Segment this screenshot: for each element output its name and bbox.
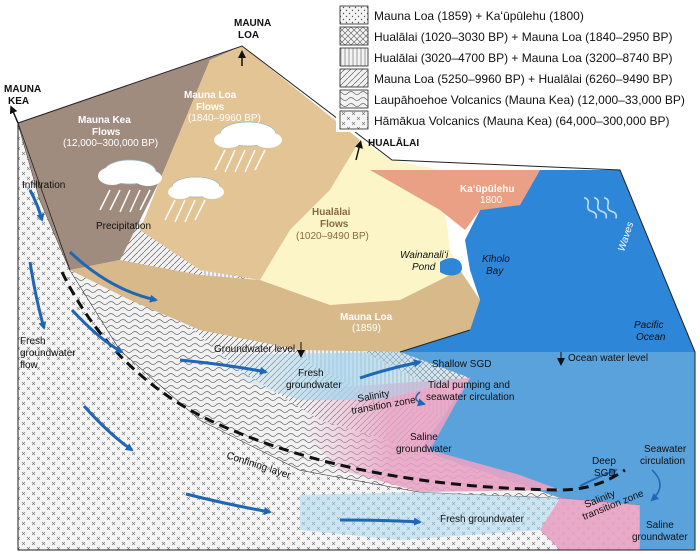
mauna-loa-1859-area <box>70 260 480 352</box>
cloud-2 <box>214 121 282 173</box>
mauna-loa-peak-label: MAUNA <box>234 18 271 29</box>
land-surface <box>17 45 696 551</box>
legend-label: Laupāhoehoe Volcanics (Mauna Kea) (12,00… <box>374 93 685 107</box>
mauna-loa-flows-area <box>140 46 360 280</box>
infiltration-label: Infiltration <box>22 180 65 191</box>
legend-item-wavy: Laupāhoehoe Volcanics (Mauna Kea) (12,00… <box>339 89 685 109</box>
kaupulehu-year-label: 1800 <box>480 195 503 206</box>
mauna-kea-peak-label-2: KEA <box>8 96 29 107</box>
fresh-groundwater-flow-label: Fresh <box>20 336 46 347</box>
flow-arrow-icon <box>28 261 47 330</box>
kaupulehu-label: Kaʻūpūlehu <box>460 184 514 195</box>
deep-sgd-arrow-icon <box>579 468 618 487</box>
tidal-arrow-icon <box>415 391 426 407</box>
mauna-loa-1859-label: Mauna Loa <box>340 312 393 323</box>
deep-sgd-label: Deep <box>592 456 616 467</box>
mauna-kea-peak-label: MAUNA <box>4 84 41 95</box>
mauna-loa-flows-label-2: Flows <box>196 102 225 113</box>
flow-arrow-icon <box>185 492 272 515</box>
seawater-circulation-arrow-icon <box>650 469 661 502</box>
shoreline-edge <box>399 329 471 353</box>
saline-zone-upper <box>300 378 560 492</box>
ocean-section <box>400 352 695 550</box>
saline-groundwater-lower-label: Saline <box>646 520 674 531</box>
tidal-pumping-label-2: seawater circulation <box>426 392 514 403</box>
legend-item-vertical: Hualālai (3020–4700 BP) + Mauna Loa (320… <box>339 47 673 67</box>
legend-label: Hualālai (3020–4700 BP) + Mauna Loa (320… <box>374 51 673 65</box>
saline-zone-lower <box>540 498 640 550</box>
flow-arrow-icon <box>68 250 158 303</box>
kiholo-bay-label: Kīholo <box>482 254 510 265</box>
seawater-circulation-label: Seawater <box>644 444 687 455</box>
waves-icon <box>583 196 618 219</box>
mauna-kea-flows-label: Mauna Kea <box>78 115 131 126</box>
flow-arrow-icon <box>70 308 124 354</box>
mauna-kea-flows-label-2: Flows <box>92 127 121 138</box>
legend-label: Hāmākua Volcanics (Mauna Kea) (64,000–30… <box>374 114 670 128</box>
mauna-kea-arrow-icon <box>9 105 19 124</box>
peak-arrows <box>9 50 363 161</box>
flow-arrows <box>28 189 661 526</box>
hualalai-arrow-icon <box>355 140 363 161</box>
clouds <box>98 121 282 223</box>
tidal-pumping-label: Tidal pumping and <box>428 380 510 391</box>
mauna-kea-age-label: (12,000–300,000 BP) <box>63 138 158 149</box>
wainanalii-pond-shape <box>440 258 462 276</box>
fresh-groundwater-flow-label-3: flow <box>20 360 39 371</box>
mauna-loa-peak-label-2: LOA <box>238 30 259 41</box>
flow-arrow-icon <box>28 189 45 222</box>
ocean-water-level-label: Ocean water level <box>568 353 648 364</box>
fresh-groundwater-lower-label: Fresh groundwater <box>440 514 525 525</box>
hualalai-age-label: (1020–9490 BP) <box>296 231 369 242</box>
hualalai-flows-label: Hualālai <box>312 207 351 218</box>
deep-sgd-label-2: SGD <box>594 468 616 479</box>
legend-label: Mauna Loa (5250–9960 BP) + Hualālai (626… <box>374 72 673 86</box>
wainanalii-pond-label-2: Pond <box>412 262 436 273</box>
hualalai-flows-label-2: Flows <box>320 219 349 230</box>
fresh-groundwater-upper-label: Fresh <box>298 368 324 379</box>
mauna-loa-flows-label: Mauna Loa <box>184 90 237 101</box>
confining-layer-line <box>60 271 626 492</box>
precipitation-label: Precipitation <box>96 221 151 232</box>
legend-item-xmarks: Hāmākua Volcanics (Mauna Kea) (64,000–30… <box>339 110 670 130</box>
fresh-groundwater-upper-label-2: groundwater <box>286 380 342 391</box>
surface-outline <box>17 45 696 551</box>
wainanalii-pond-label: Wainanaliʻi <box>400 249 449 261</box>
fresh-zone-lower <box>300 492 560 540</box>
shallow-sgd-label: Shallow SGD <box>432 359 491 370</box>
legend-label: Hualālai (1020–3030 BP) + Mauna Loa (184… <box>374 30 673 44</box>
shallow-sgd-arrow-icon <box>359 359 422 380</box>
hualalai-peak-label: HUALĀLAI <box>368 137 419 149</box>
cloud-1 <box>98 159 162 213</box>
mauna-kea-flows-area <box>18 46 242 270</box>
seawater-circulation-label-2: circulation <box>640 456 685 467</box>
legend: Mauna Loa (1859) + Kaʻūpūlehu (1800) Hua… <box>336 4 696 132</box>
pacific-ocean-label-2: Ocean <box>636 332 666 343</box>
diagonal-layer <box>60 190 540 460</box>
mauna-loa-age-label: (1840–9960 BP) <box>188 113 261 124</box>
flow-arrow-icon <box>82 404 134 452</box>
groundwater-level-label: Groundwater level <box>214 344 295 355</box>
saline-groundwater-lower-label-2: groundwater <box>632 532 688 543</box>
kaupulehu-area <box>370 170 540 230</box>
kiholo-bay-label-2: Bay <box>486 266 504 277</box>
legend-item-dots: Mauna Loa (1859) + Kaʻūpūlehu (1800) <box>339 5 584 25</box>
level-markers <box>297 342 565 366</box>
fresh-groundwater-flow-label-2: groundwater <box>20 348 76 359</box>
saline-groundwater-upper-label: Saline <box>410 432 438 443</box>
flow-arrow-icon <box>339 517 422 526</box>
ocean-surface <box>400 170 695 352</box>
left-edge <box>17 122 71 271</box>
flow-arrow-icon <box>179 358 268 375</box>
legend-item-diagonal: Mauna Loa (5250–9960 BP) + Hualālai (626… <box>339 68 673 88</box>
saline-groundwater-upper-label-2: groundwater <box>396 444 452 455</box>
legend-item-crosshatch: Hualālai (1020–3030 BP) + Mauna Loa (184… <box>339 26 673 46</box>
cloud-3 <box>164 176 224 223</box>
pacific-ocean-label: Pacific <box>634 320 663 331</box>
legend-label: Mauna Loa (1859) + Kaʻūpūlehu (1800) <box>374 9 584 23</box>
mauna-loa-1859-year-label: (1859) <box>352 323 381 334</box>
